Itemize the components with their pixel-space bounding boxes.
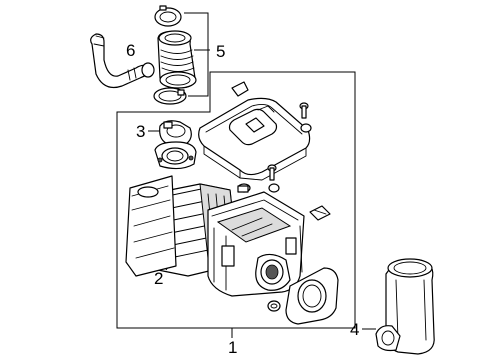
air-cleaner-cover-part: [198, 81, 311, 181]
vent-hose-part: [90, 33, 155, 89]
callout-outlet-duct: 5: [216, 42, 225, 61]
lower-housing-part: [125, 175, 331, 312]
cover-bolts: [237, 102, 312, 193]
callout-vent-hose: 6: [126, 41, 135, 60]
intake-duct-part: [362, 258, 435, 355]
outlet-seal-part: [285, 267, 339, 325]
callout-intake-duct: 4: [350, 320, 359, 339]
callout-air-cleaner-assembly: 1: [228, 338, 237, 357]
outlet-duct-part: [153, 5, 210, 105]
assembly-boundary: [116, 71, 356, 338]
callout-maf-sensor: 3: [136, 122, 145, 141]
callout-filter-element: 2: [154, 269, 163, 288]
maf-sensor-part: [148, 120, 197, 170]
